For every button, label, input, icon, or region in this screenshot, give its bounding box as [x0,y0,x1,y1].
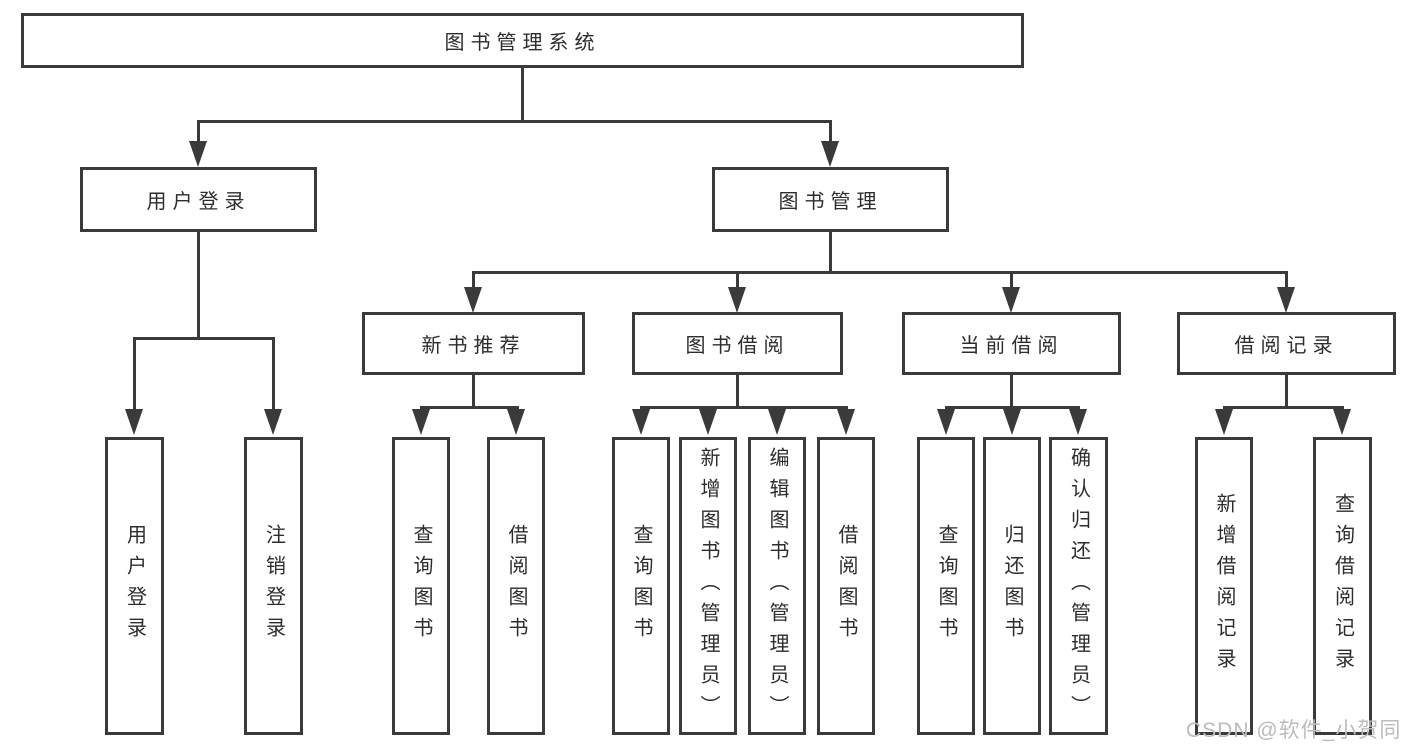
connector-user-login-rail [133,337,275,340]
leaf-query-books-recommend: 查询图书 [392,437,450,735]
arrow-down-icon [821,141,839,167]
connector-current-down [1010,375,1013,406]
arrow-down-icon [1003,409,1021,435]
leaf-user-login: 用户登录 [105,437,164,735]
connector-leaf-logout-stem [272,337,275,409]
arrow-down-icon [768,409,786,435]
arrow-down-icon [1002,287,1020,313]
connector-current-stem [1010,271,1013,288]
arrow-down-icon [1333,409,1351,435]
connector-borrowing-rail [640,406,848,409]
connector-book-management-down [829,232,832,271]
arrow-down-icon [264,409,282,435]
node-current-borrowing: 当前借阅 [902,312,1121,375]
arrow-down-icon [412,409,430,435]
arrow-down-icon [728,287,746,313]
connector-recommend-down [472,375,475,406]
arrow-down-icon [1215,409,1233,435]
leaf-borrow-books-recommend: 借阅图书 [487,437,545,735]
arrow-down-icon [699,409,717,435]
csdn-watermark: CSDN @软件_小贺同学 [1186,719,1402,742]
connector-current-rail [945,406,1080,409]
leaf-query-borrow-record: 查询借阅记录 [1313,437,1372,735]
arrow-down-icon [632,409,650,435]
connector-user-login-down [197,232,200,337]
node-book-management-branch: 图书管理 [712,167,949,232]
leaf-query-books-borrowing: 查询图书 [612,437,670,735]
connector-borrowing-down [736,375,739,406]
leaf-add-books-admin: 新增图书（管理员） [679,437,737,735]
connector-root-stem [521,68,524,120]
arrow-down-icon [1277,287,1295,313]
node-new-book-recommendation: 新书推荐 [362,312,585,375]
arrow-down-icon [507,409,525,435]
connector-records-rail [1223,406,1344,409]
node-borrowing-records: 借阅记录 [1177,312,1396,375]
connector-leaf-user-login-stem [133,337,136,409]
node-library-management-system: 图书管理系统 [21,13,1024,68]
leaf-edit-books-admin: 编辑图书（管理员） [748,437,806,735]
connector-level3-rail [472,271,1288,274]
leaf-borrow-books-borrowing: 借阅图书 [817,437,875,735]
node-book-borrowing: 图书借阅 [632,312,843,375]
arrow-down-icon [1069,409,1087,435]
arrow-down-icon [464,287,482,313]
connector-records-stem [1285,271,1288,288]
leaf-logout: 注销登录 [244,437,303,735]
node-user-login-branch: 用户登录 [80,167,317,232]
connector-borrowing-stem [736,271,739,288]
leaf-return-books: 归还图书 [983,437,1041,735]
connector-recommend-stem [472,271,475,288]
connector-book-management-stem [829,120,832,143]
leaf-query-books-current: 查询图书 [917,437,975,735]
arrow-down-icon [937,409,955,435]
arrow-down-icon [837,409,855,435]
connector-recommend-rail [420,406,519,409]
leaf-add-borrow-record: 新增借阅记录 [1195,437,1253,735]
connector-level2-rail [197,120,832,123]
connector-user-login-stem [197,120,200,143]
arrow-down-icon [125,409,143,435]
connector-records-down [1285,375,1288,406]
leaf-confirm-return-admin: 确认归还（管理员） [1049,437,1108,735]
arrow-down-icon [189,141,207,167]
